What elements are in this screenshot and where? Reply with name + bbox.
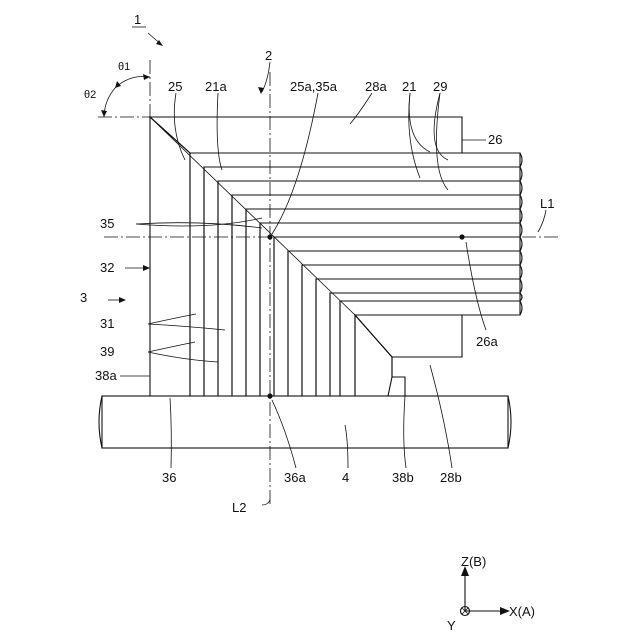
- label-21a: 21a: [205, 79, 227, 94]
- base-plate: [99, 396, 511, 448]
- label-l2: L2: [232, 500, 246, 515]
- angle-arcs: [101, 74, 150, 117]
- point-26a: [459, 234, 464, 239]
- axis-label-x: X(A): [509, 604, 535, 619]
- label-28a: 28a: [365, 79, 387, 94]
- label-theta2: θ2: [84, 89, 96, 101]
- label-3: 3: [80, 290, 87, 305]
- label-25: 25: [168, 79, 182, 94]
- axis-label-z: Z(B): [461, 554, 486, 569]
- point-36a: [267, 393, 272, 398]
- label-38a: 38a: [95, 368, 117, 383]
- point-25a-35a: [267, 234, 272, 239]
- label-32: 32: [100, 260, 114, 275]
- labels: 1 2 θ1 θ2 25 21a 25a,35a 28a 21 29 26 L1…: [80, 12, 554, 515]
- label-2: 2: [265, 48, 272, 63]
- axis-label-y: Y: [447, 618, 456, 633]
- label-39: 39: [100, 344, 114, 359]
- label-4: 4: [342, 470, 349, 485]
- label-29: 29: [433, 79, 447, 94]
- coordinate-axes: Z(B) X(A) Y: [447, 554, 535, 633]
- laminated-layers: [150, 117, 522, 396]
- label-theta1: θ1: [118, 61, 130, 73]
- label-26: 26: [488, 132, 502, 147]
- label-36a: 36a: [284, 470, 306, 485]
- center-lines: [98, 60, 560, 506]
- right-lower-block: [355, 315, 462, 396]
- leader-lines: [108, 33, 546, 505]
- label-25a-35a: 25a,35a: [290, 79, 338, 94]
- label-31: 31: [100, 316, 114, 331]
- label-38b: 38b: [392, 470, 414, 485]
- label-28b: 28b: [440, 470, 462, 485]
- label-35: 35: [100, 216, 114, 231]
- label-fig-1: 1: [134, 12, 141, 27]
- label-l1: L1: [540, 196, 554, 211]
- label-21: 21: [402, 79, 416, 94]
- label-26a: 26a: [476, 334, 498, 349]
- label-36: 36: [162, 470, 176, 485]
